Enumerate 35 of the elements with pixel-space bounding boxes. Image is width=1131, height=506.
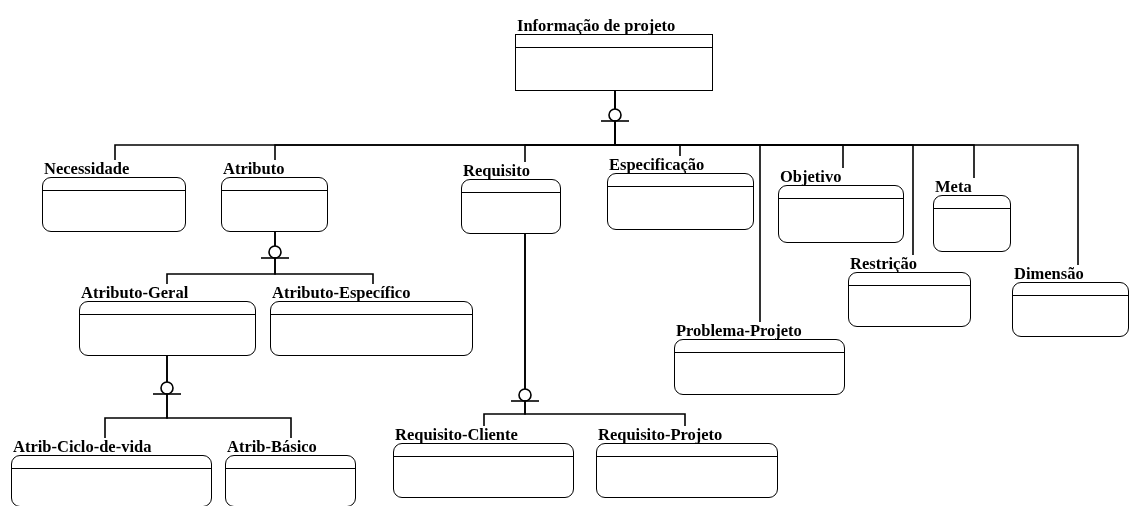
entity-name: Atributo (222, 160, 286, 177)
dependent-entity-box (848, 255, 971, 327)
category-connector (274, 231, 374, 285)
dependent-entity-box (221, 160, 328, 232)
entity-name: Informação de projeto (516, 17, 677, 34)
entity-name: Atrib-Ciclo-de-vida (12, 438, 153, 455)
dependent-entity-box (393, 426, 574, 498)
entity-name: Dimensão (1013, 265, 1085, 282)
entity-name: Requisito-Cliente (394, 426, 519, 443)
entity-name: Especificação (608, 156, 706, 173)
entity-name: Necessidade (43, 160, 131, 177)
entity-name: Requisito (462, 162, 531, 179)
entity-name: Atributo-Geral (80, 284, 190, 301)
dependent-entity-box (596, 426, 778, 498)
dependent-entity-box (79, 284, 256, 356)
entity-name: Problema-Projeto (675, 322, 803, 339)
dependent-entity-box (11, 438, 212, 506)
dependent-entity-box (461, 162, 561, 234)
category-connector (524, 233, 686, 427)
category-connector (166, 355, 292, 439)
dependent-entity-box (674, 322, 845, 395)
entity-name: Meta (934, 178, 973, 195)
entity-name: Atributo-Específico (271, 284, 412, 301)
entity-name: Requisito-Projeto (597, 426, 724, 443)
dependent-entity-box (225, 438, 356, 506)
entity-name: Atrib-Básico (226, 438, 318, 455)
dependent-entity-box (607, 156, 754, 230)
dependent-entity-box (42, 160, 186, 232)
entity-name: Restrição (849, 255, 918, 272)
independent-entity-box (515, 17, 713, 91)
dependent-entity-box (270, 284, 473, 356)
dependent-entity-box (933, 178, 1011, 252)
entity-name: Objetivo (779, 168, 843, 185)
dependent-entity-box (778, 168, 904, 243)
dependent-entity-box (1012, 265, 1129, 337)
